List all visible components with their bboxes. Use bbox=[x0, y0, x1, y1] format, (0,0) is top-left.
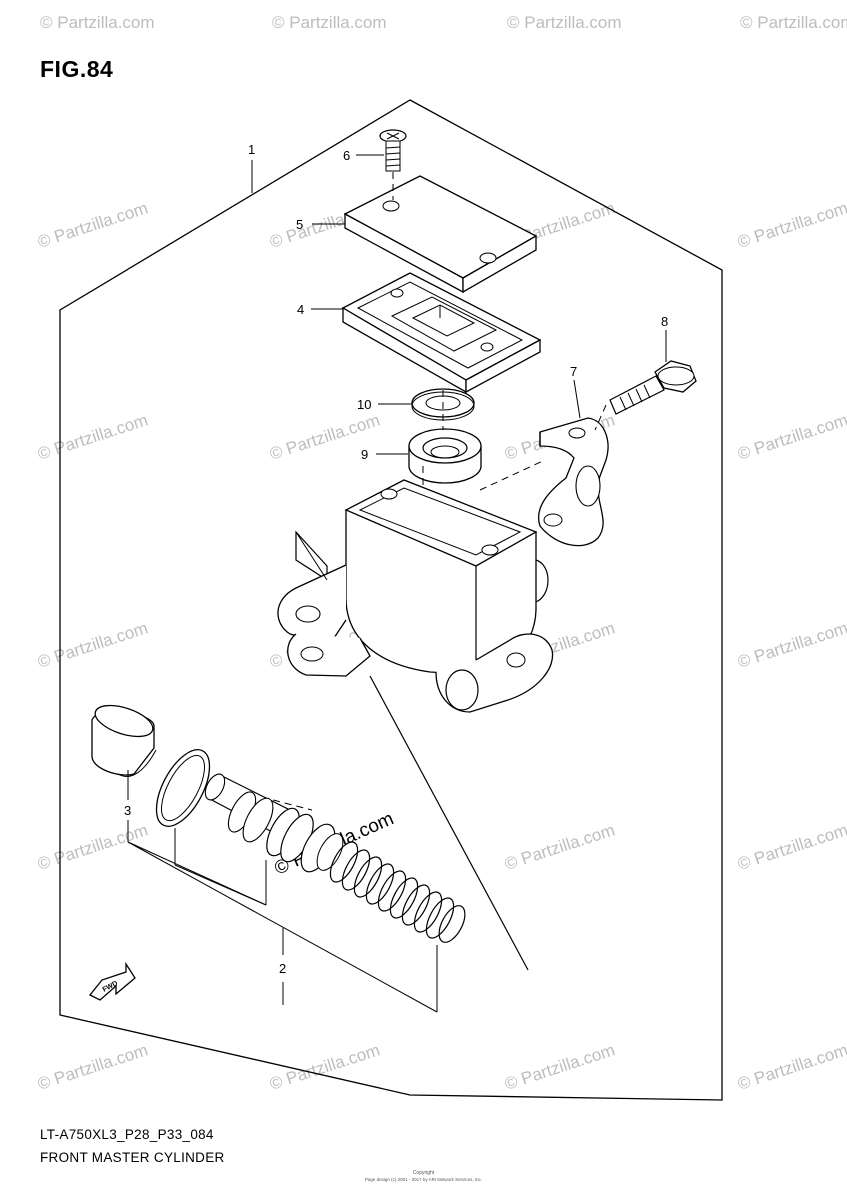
watermark: © Partzilla.com bbox=[735, 198, 847, 251]
watermark: © Partzilla.com bbox=[35, 1040, 150, 1093]
watermark: © Partzilla.com bbox=[735, 618, 847, 671]
piston-assembly bbox=[204, 773, 344, 873]
watermark: © Partzilla.com bbox=[735, 1040, 847, 1093]
watermark: © Partzilla.com bbox=[35, 618, 150, 671]
callout-7-leader bbox=[573, 379, 581, 419]
copyright-heading: Copyright bbox=[412, 1170, 435, 1176]
callout-5: 5 bbox=[296, 217, 303, 232]
callout-8: 8 bbox=[661, 314, 668, 329]
callout-2: 2 bbox=[279, 961, 286, 976]
watermark: © Partzilla.com bbox=[502, 820, 617, 873]
callout-10: 10 bbox=[357, 397, 371, 412]
part-5-reservoir-cap bbox=[343, 175, 538, 294]
kit-boundary-outline bbox=[59, 99, 723, 1101]
callout-9: 9 bbox=[361, 447, 368, 462]
watermark: © Partzilla.com bbox=[502, 1040, 617, 1093]
part-7-clamp bbox=[538, 417, 609, 547]
callout-1: 1 bbox=[248, 142, 255, 157]
callout-3: 3 bbox=[124, 803, 131, 818]
watermark: © Partzilla.com bbox=[35, 410, 150, 463]
callout-2-bracket bbox=[127, 841, 438, 1013]
watermark: © Partzilla.com bbox=[735, 410, 847, 463]
diagram-caption: FRONT MASTER CYLINDER bbox=[40, 1150, 225, 1165]
copyright-line: Page design (c) 2001 - 2017 by ARI Netwo… bbox=[364, 1177, 483, 1182]
figure-title: FIG.84 bbox=[40, 56, 114, 82]
watermark: © Partzilla.com bbox=[35, 198, 150, 251]
circlip-ring bbox=[155, 749, 211, 827]
watermark: © Partzilla.com bbox=[272, 13, 387, 32]
watermark: © Partzilla.com bbox=[267, 1040, 382, 1093]
master-cylinder-body bbox=[277, 479, 554, 971]
spring bbox=[329, 841, 466, 943]
watermark: © Partzilla.com bbox=[507, 13, 622, 32]
model-code: LT-A750XL3_P28_P33_084 bbox=[40, 1127, 214, 1142]
fwd-arrow: FWD bbox=[88, 961, 136, 1001]
callout-6: 6 bbox=[343, 148, 350, 163]
watermark: © Partzilla.com bbox=[35, 820, 150, 873]
part-3-boot bbox=[91, 704, 157, 777]
part-8-bolt bbox=[609, 360, 697, 415]
part-9-bushing bbox=[408, 428, 482, 484]
watermark: © Partzilla.com bbox=[735, 820, 847, 873]
callout-7: 7 bbox=[570, 364, 577, 379]
part-4-diaphragm-plate bbox=[341, 272, 542, 394]
callout-4: 4 bbox=[297, 302, 304, 317]
part-6-screw bbox=[379, 129, 407, 172]
watermark: © Partzilla.com bbox=[40, 13, 155, 32]
watermark: © Partzilla.com bbox=[740, 13, 847, 32]
